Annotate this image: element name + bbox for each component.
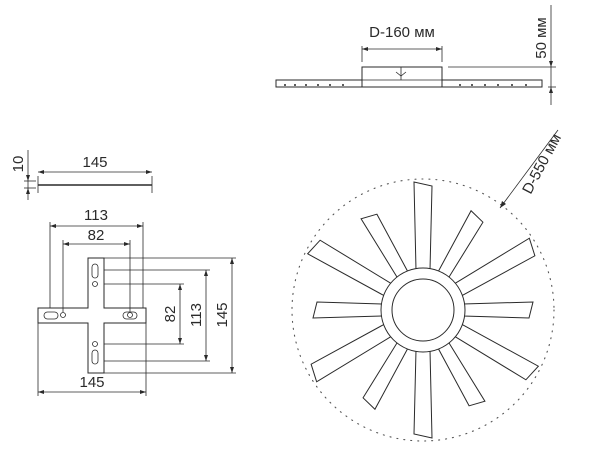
side-view-center-body bbox=[361, 66, 443, 88]
top-view-blade bbox=[437, 209, 484, 280]
bracket-mid-height-label: 113 bbox=[188, 303, 205, 327]
bracket-side-thickness-label: 10 bbox=[10, 156, 27, 173]
bracket-side-view: 145 10 bbox=[10, 150, 153, 200]
bracket-side-width-label: 145 bbox=[82, 154, 107, 171]
bracket-hole bbox=[127, 312, 133, 318]
side-view: D-160 мм 50 мм bbox=[275, 5, 556, 105]
side-view-height-label: 50 мм bbox=[533, 17, 550, 58]
bracket-slot bbox=[91, 263, 99, 279]
bracket-slot bbox=[43, 311, 59, 320]
side-view-diameter-label: D-160 мм bbox=[369, 24, 435, 41]
bracket-inner-height-label: 82 bbox=[162, 306, 179, 323]
top-view-center-inner bbox=[391, 278, 455, 342]
bracket-outer-width-label: 113 bbox=[84, 207, 108, 224]
bracket-slot bbox=[91, 349, 99, 365]
bracket-hole bbox=[92, 281, 98, 287]
top-view-blade bbox=[312, 301, 384, 319]
bracket-bottom-width-label: 145 bbox=[79, 374, 104, 391]
top-view: D-550 мм bbox=[291, 129, 565, 442]
top-view-outer-dotted-circle bbox=[291, 178, 555, 442]
bracket-plan-view: 113 82 145 82 113 145 bbox=[37, 207, 236, 396]
bracket-outer-height-label: 145 bbox=[214, 302, 231, 327]
top-view-blade bbox=[362, 340, 409, 411]
side-view-plate-dots bbox=[284, 84, 527, 86]
bracket-hole bbox=[60, 312, 66, 318]
top-view-blades bbox=[306, 181, 540, 439]
top-view-blade bbox=[462, 301, 534, 319]
bracket-inner-width-label: 82 bbox=[88, 227, 105, 244]
top-view-blade bbox=[413, 181, 433, 271]
top-view-blade bbox=[413, 349, 433, 439]
bracket-hole bbox=[92, 341, 98, 347]
top-view-diameter-label: D-550 мм bbox=[519, 131, 565, 197]
